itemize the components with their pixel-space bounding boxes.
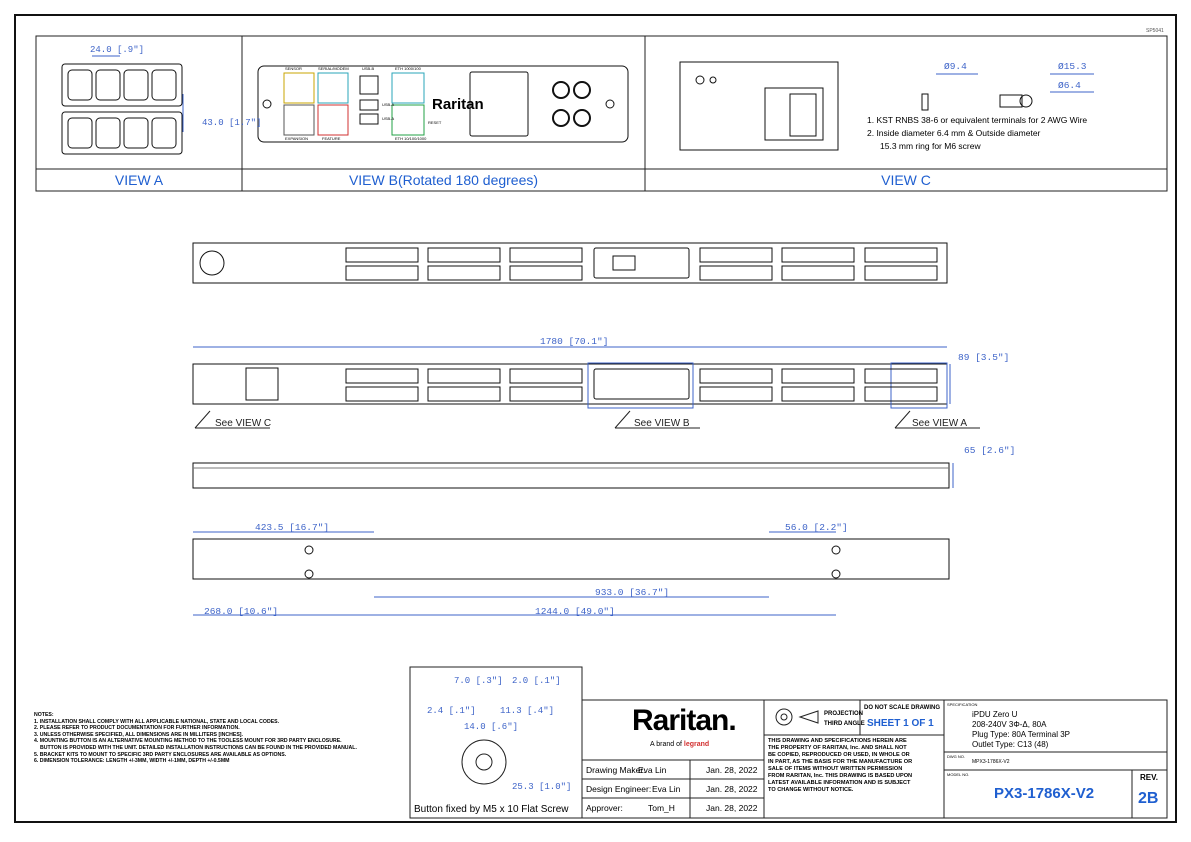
tb-role-2: Design Engineer: [586, 784, 652, 794]
port-label-feature: FEATURE [322, 136, 341, 141]
view-c-label: VIEW C [881, 172, 931, 188]
tb-model-label: MODEL NO. [947, 772, 970, 777]
tb-dwg-no: MPX3-1786X-V2 [972, 759, 1010, 765]
tb-name-1: Eva Lin [638, 765, 667, 775]
notes-title: NOTES: [34, 712, 54, 718]
port-label-eth-top: ETH 1000/100 [395, 66, 421, 71]
spec-line: Plug Type: 80A Terminal 3P [972, 730, 1070, 739]
property-line: FROM RARITAN, Inc. THIS DRAWING IS BASED… [768, 773, 913, 779]
view-c-terminal [679, 61, 1094, 151]
tb-rev: 2B [1138, 790, 1159, 807]
property-line: THE PROPERTY OF RARITAN, Inc. AND SHALL … [768, 745, 907, 751]
tb-logo: Raritan. [632, 704, 737, 737]
tb-rev-label: REV. [1140, 773, 1158, 782]
note-line: 5. BRACKET KITS TO MOUNT TO SPECIFIC 3RD… [34, 751, 287, 758]
property-line: SALE OF ITEMS WITHOUT WRITTEN PERMISSION [768, 766, 903, 772]
button-dim-4: 11.3 [.4"] [500, 706, 555, 716]
property-line: LATEST AVAILABLE INFORMATION AND IS SUBJ… [768, 780, 911, 786]
dim-length: 1780 [70.1"] [540, 336, 609, 347]
note-line: 4. MOUNTING BUTTON IS AN ALTERNATIVE MOU… [34, 738, 342, 745]
tb-projection-1: PROJECTION [824, 711, 864, 717]
tb-name-2: Eva Lin [652, 784, 681, 794]
button-dim-2: 2.0 [.1"] [512, 676, 561, 686]
dim-d4: 268.0 [10.6"] [204, 606, 279, 617]
note-line: 3. UNLESS OTHERWISE SPECIFIED, ALL DIMEN… [34, 731, 243, 738]
spec-line: Outlet Type: C13 (48) [972, 740, 1049, 749]
notes-block: NOTES: 1. INSTALLATION SHALL COMPLY WITH… [34, 712, 357, 765]
tb-model: PX3-1786X-V2 [994, 785, 1095, 802]
corner-code: SP5041 [1146, 28, 1164, 34]
dim-d2: 56.0 [2.2"] [785, 522, 848, 533]
view-b-logo: Raritan [432, 96, 484, 113]
view-a-dim-height: 43.0 [1.7"] [202, 118, 262, 128]
property-line: THIS DRAWING AND SPECIFICATIONS HEREIN A… [768, 738, 907, 744]
callout-view-b: See VIEW B [634, 418, 690, 429]
spec-line: iPDU Zero U [972, 710, 1018, 719]
note-line: 2. PLEASE REFER TO PRODUCT DOCUMENTATION… [34, 725, 240, 732]
note-line: 6. DIMENSION TOLERANCE: LENGTH +/-3MM, W… [34, 758, 230, 765]
callout-view-c: See VIEW C [215, 418, 272, 429]
view-c-dim-small: Ø9.4 [944, 61, 967, 72]
callout-view-a: See VIEW A [912, 418, 968, 429]
tb-spec-lines: iPDU Zero U 208-240V 3Φ-Δ, 80A Plug Type… [972, 710, 1070, 750]
property-line: TO CHANGE WITHOUT NOTICE. [768, 787, 854, 793]
tb-spec-label: SPECIFICATION [947, 702, 978, 707]
tb-date-1: Jan. 28, 2022 [706, 765, 758, 775]
dim-d5: 1244.0 [49.0"] [535, 606, 615, 617]
port-label-usb-a-2: USB-A [382, 116, 395, 121]
property-line: BE COPIED, REPRODUCED OR USED, IN WHOLE … [768, 752, 910, 758]
port-label-eth-bottom: ETH 10/100/1000 [395, 136, 427, 141]
view-a-label: VIEW A [114, 172, 164, 188]
tb-date-3: Jan. 28, 2022 [706, 803, 758, 813]
tb-property-text: THIS DRAWING AND SPECIFICATIONS HEREIN A… [768, 738, 912, 794]
tb-name-3: Tom_H [648, 803, 675, 813]
dim-depth: 65 [2.6"] [964, 445, 1016, 456]
view-c-dim-outer: Ø15.3 [1058, 61, 1087, 72]
dim-d1: 423.5 [16.7"] [255, 522, 330, 533]
view-c-note-2: 2. Inside diameter 6.4 mm & Outside diam… [867, 128, 1041, 138]
tb-projection-2: THIRD ANGLE [824, 721, 865, 727]
pdu-side-view [192, 462, 954, 489]
view-b-panel [257, 65, 629, 143]
view-c-dim-inner: Ø6.4 [1058, 80, 1081, 91]
dim-width: 89 [3.5"] [958, 352, 1010, 363]
button-detail-frame [409, 666, 583, 819]
bottom-panels [409, 666, 1168, 819]
view-a-dim-width: 24.0 [.9"] [90, 45, 145, 55]
tb-dwg-label: DWG NO. [947, 754, 965, 759]
button-dim-3: 2.4 [.1"] [427, 706, 476, 716]
view-b-label: VIEW B(Rotated 180 degrees) [348, 172, 539, 188]
note-line: BUTTON IS PROVIDED WITH THE UNIT. DETAIL… [40, 744, 357, 751]
button-dim-1: 7.0 [.3"] [454, 676, 503, 686]
port-label-usb-b: USB-B [362, 66, 375, 71]
note-line: 1. INSTALLATION SHALL COMPLY WITH ALL AP… [34, 718, 280, 725]
tb-date-2: Jan. 28, 2022 [706, 784, 758, 794]
property-line: IN PART, AS THE BASIS FOR THE MANUFACTUR… [768, 759, 913, 765]
view-c-note-3: 15.3 mm ring for M6 screw [880, 141, 981, 151]
tb-sheet: SHEET 1 OF 1 [867, 718, 934, 729]
port-label-reset: RESET [428, 120, 442, 125]
port-label-usb-a-1: USB-A [382, 102, 395, 107]
tb-right [943, 699, 1168, 819]
view-a-outlets [61, 55, 184, 155]
view-c-note-1: 1. KST RNBS 38-6 or equivalent terminals… [867, 115, 1088, 125]
button-dim-5: 14.0 [.6"] [464, 722, 519, 732]
dim-d3: 933.0 [36.7"] [595, 587, 670, 598]
pdu-rear-view [192, 531, 950, 616]
button-caption: Button fixed by M5 x 10 Flat Screw [414, 804, 569, 815]
spec-line: 208-240V 3Φ-Δ, 80A [972, 720, 1047, 729]
port-label-sensor: SENSOR [285, 66, 302, 71]
tb-do-not-scale: DO NOT SCALE DRAWING [864, 705, 940, 711]
tb-role-3: Approver: [586, 803, 623, 813]
port-label-serial: SERIAL/MODEM [318, 66, 349, 71]
views-frame [35, 35, 1168, 192]
pdu-front-view-1 [192, 242, 948, 284]
port-label-expansion: EXPANSION [285, 136, 309, 141]
pdu-front-view-2 [192, 346, 980, 429]
tb-brand-line: A brand of legrand [650, 741, 710, 748]
outer-frame [14, 14, 1177, 823]
button-dim-6: 25.3 [1.0"] [512, 782, 572, 792]
tb-role-1: Drawing Maker: [586, 765, 646, 775]
